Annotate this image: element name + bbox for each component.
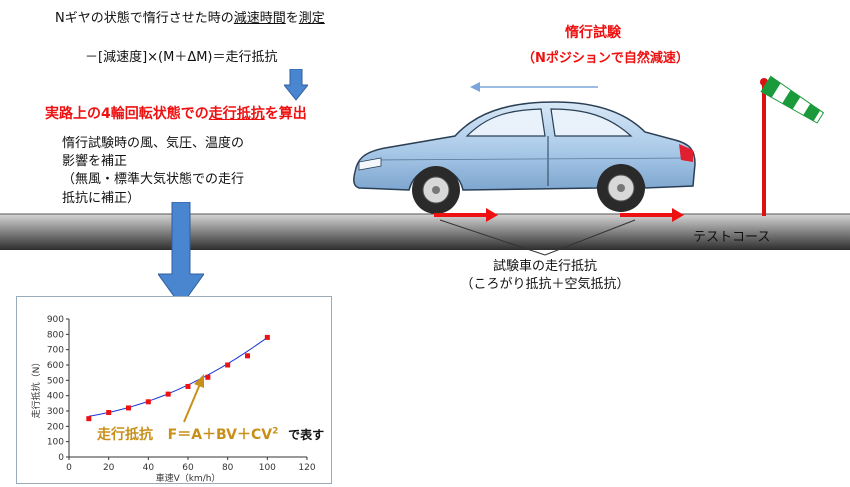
y-tick-label: 800 — [47, 330, 64, 340]
pointer-arrow-icon — [183, 374, 204, 423]
fit-curve — [88, 336, 268, 417]
data-point — [126, 405, 131, 411]
down-arrow-icon — [158, 202, 204, 307]
correction-line: 影響を補正 — [62, 154, 128, 170]
coast-test-subtitle: （Nポジションで自然減速） — [522, 51, 689, 66]
formula-label: 走行抵抗 — [97, 427, 153, 443]
measurement-text: Nギヤの状態で惰行させた時の減速時間を測定 — [55, 11, 325, 26]
formula-text: 走行抵抗 F＝A＋BV＋CV2 で表す — [97, 424, 324, 444]
down-arrow-icon — [284, 69, 308, 101]
data-point — [264, 334, 270, 340]
y-tick-label: 900 — [47, 315, 64, 325]
x-axis-label: 車速V（km/h） — [156, 472, 221, 483]
data-point — [205, 374, 211, 380]
correction-line: （無風・標準大気状態での走行 — [62, 172, 245, 188]
resistance-arrows — [434, 208, 684, 222]
result-text: 実路上の4輪回転状態での走行抵抗を算出 — [45, 106, 307, 122]
car-icon — [353, 101, 696, 214]
y-tick-label: 0 — [58, 453, 64, 463]
left-arrow-icon — [470, 82, 598, 92]
formula-post: で表す — [288, 428, 325, 442]
ground — [0, 213, 850, 250]
coast-test-title: 惰行試験 — [565, 25, 621, 41]
data-point — [86, 416, 92, 422]
data-point — [106, 410, 112, 416]
data-point — [245, 353, 250, 359]
resistance-chart: 0 20 40 60 80 100 120 0 100 200 300 400 500 600 700 800… — [16, 296, 332, 484]
y-axis-label: 走行抵抗（N） — [30, 358, 42, 419]
x-tick-label: 60 — [182, 463, 194, 473]
y-tick-label: 200 — [47, 422, 64, 432]
front-wheel — [412, 166, 460, 214]
data-point — [185, 383, 191, 389]
y-tick-label: 500 — [47, 376, 64, 386]
x-tick-label: 0 — [66, 463, 72, 473]
rear-wheel — [597, 164, 645, 212]
correction-line: 抵抗に補正） — [62, 190, 141, 206]
x-tick-label: 40 — [143, 463, 155, 473]
windsock-icon — [760, 75, 825, 216]
car-label-line: 試験車の走行抵抗 — [492, 259, 597, 274]
y-tick-label: 300 — [47, 407, 64, 417]
car-label-line: （ころがり抵抗＋空気抵抗） — [460, 277, 630, 293]
correction-line: 惰行試験時の風、気圧、温度の — [62, 136, 245, 151]
data-point — [225, 362, 231, 368]
y-tick-label: 700 — [47, 346, 64, 356]
data-point — [165, 391, 171, 397]
y-tick-label: 100 — [47, 438, 64, 448]
car-resistance-label: 試験車の走行抵抗 （ころがり抵抗＋空気抵抗） — [430, 258, 660, 294]
correction-note: 惰行試験時の風、気圧、温度の 影響を補正 （無風・標準大気状態での走行 抵抗に補… — [62, 135, 302, 208]
y-tick-label: 400 — [47, 392, 64, 402]
x-tick-label: 120 — [298, 463, 315, 473]
x-tick-label: 20 — [103, 463, 115, 473]
data-point — [145, 399, 151, 405]
callout-lines — [439, 219, 636, 256]
y-tick-label: 600 — [47, 361, 64, 371]
x-tick-label: 80 — [222, 463, 234, 473]
test-course-label: テストコース — [693, 230, 771, 245]
chart-svg: 0 20 40 60 80 100 120 0 100 200 300 400 500 600 700 800… — [30, 315, 316, 484]
x-tick-label: 100 — [259, 463, 276, 473]
formula-expression: F＝A＋BV＋CV2 — [167, 426, 279, 443]
equation-text: －[減速度]×(M＋ΔM)＝走行抵抗 — [85, 50, 278, 65]
